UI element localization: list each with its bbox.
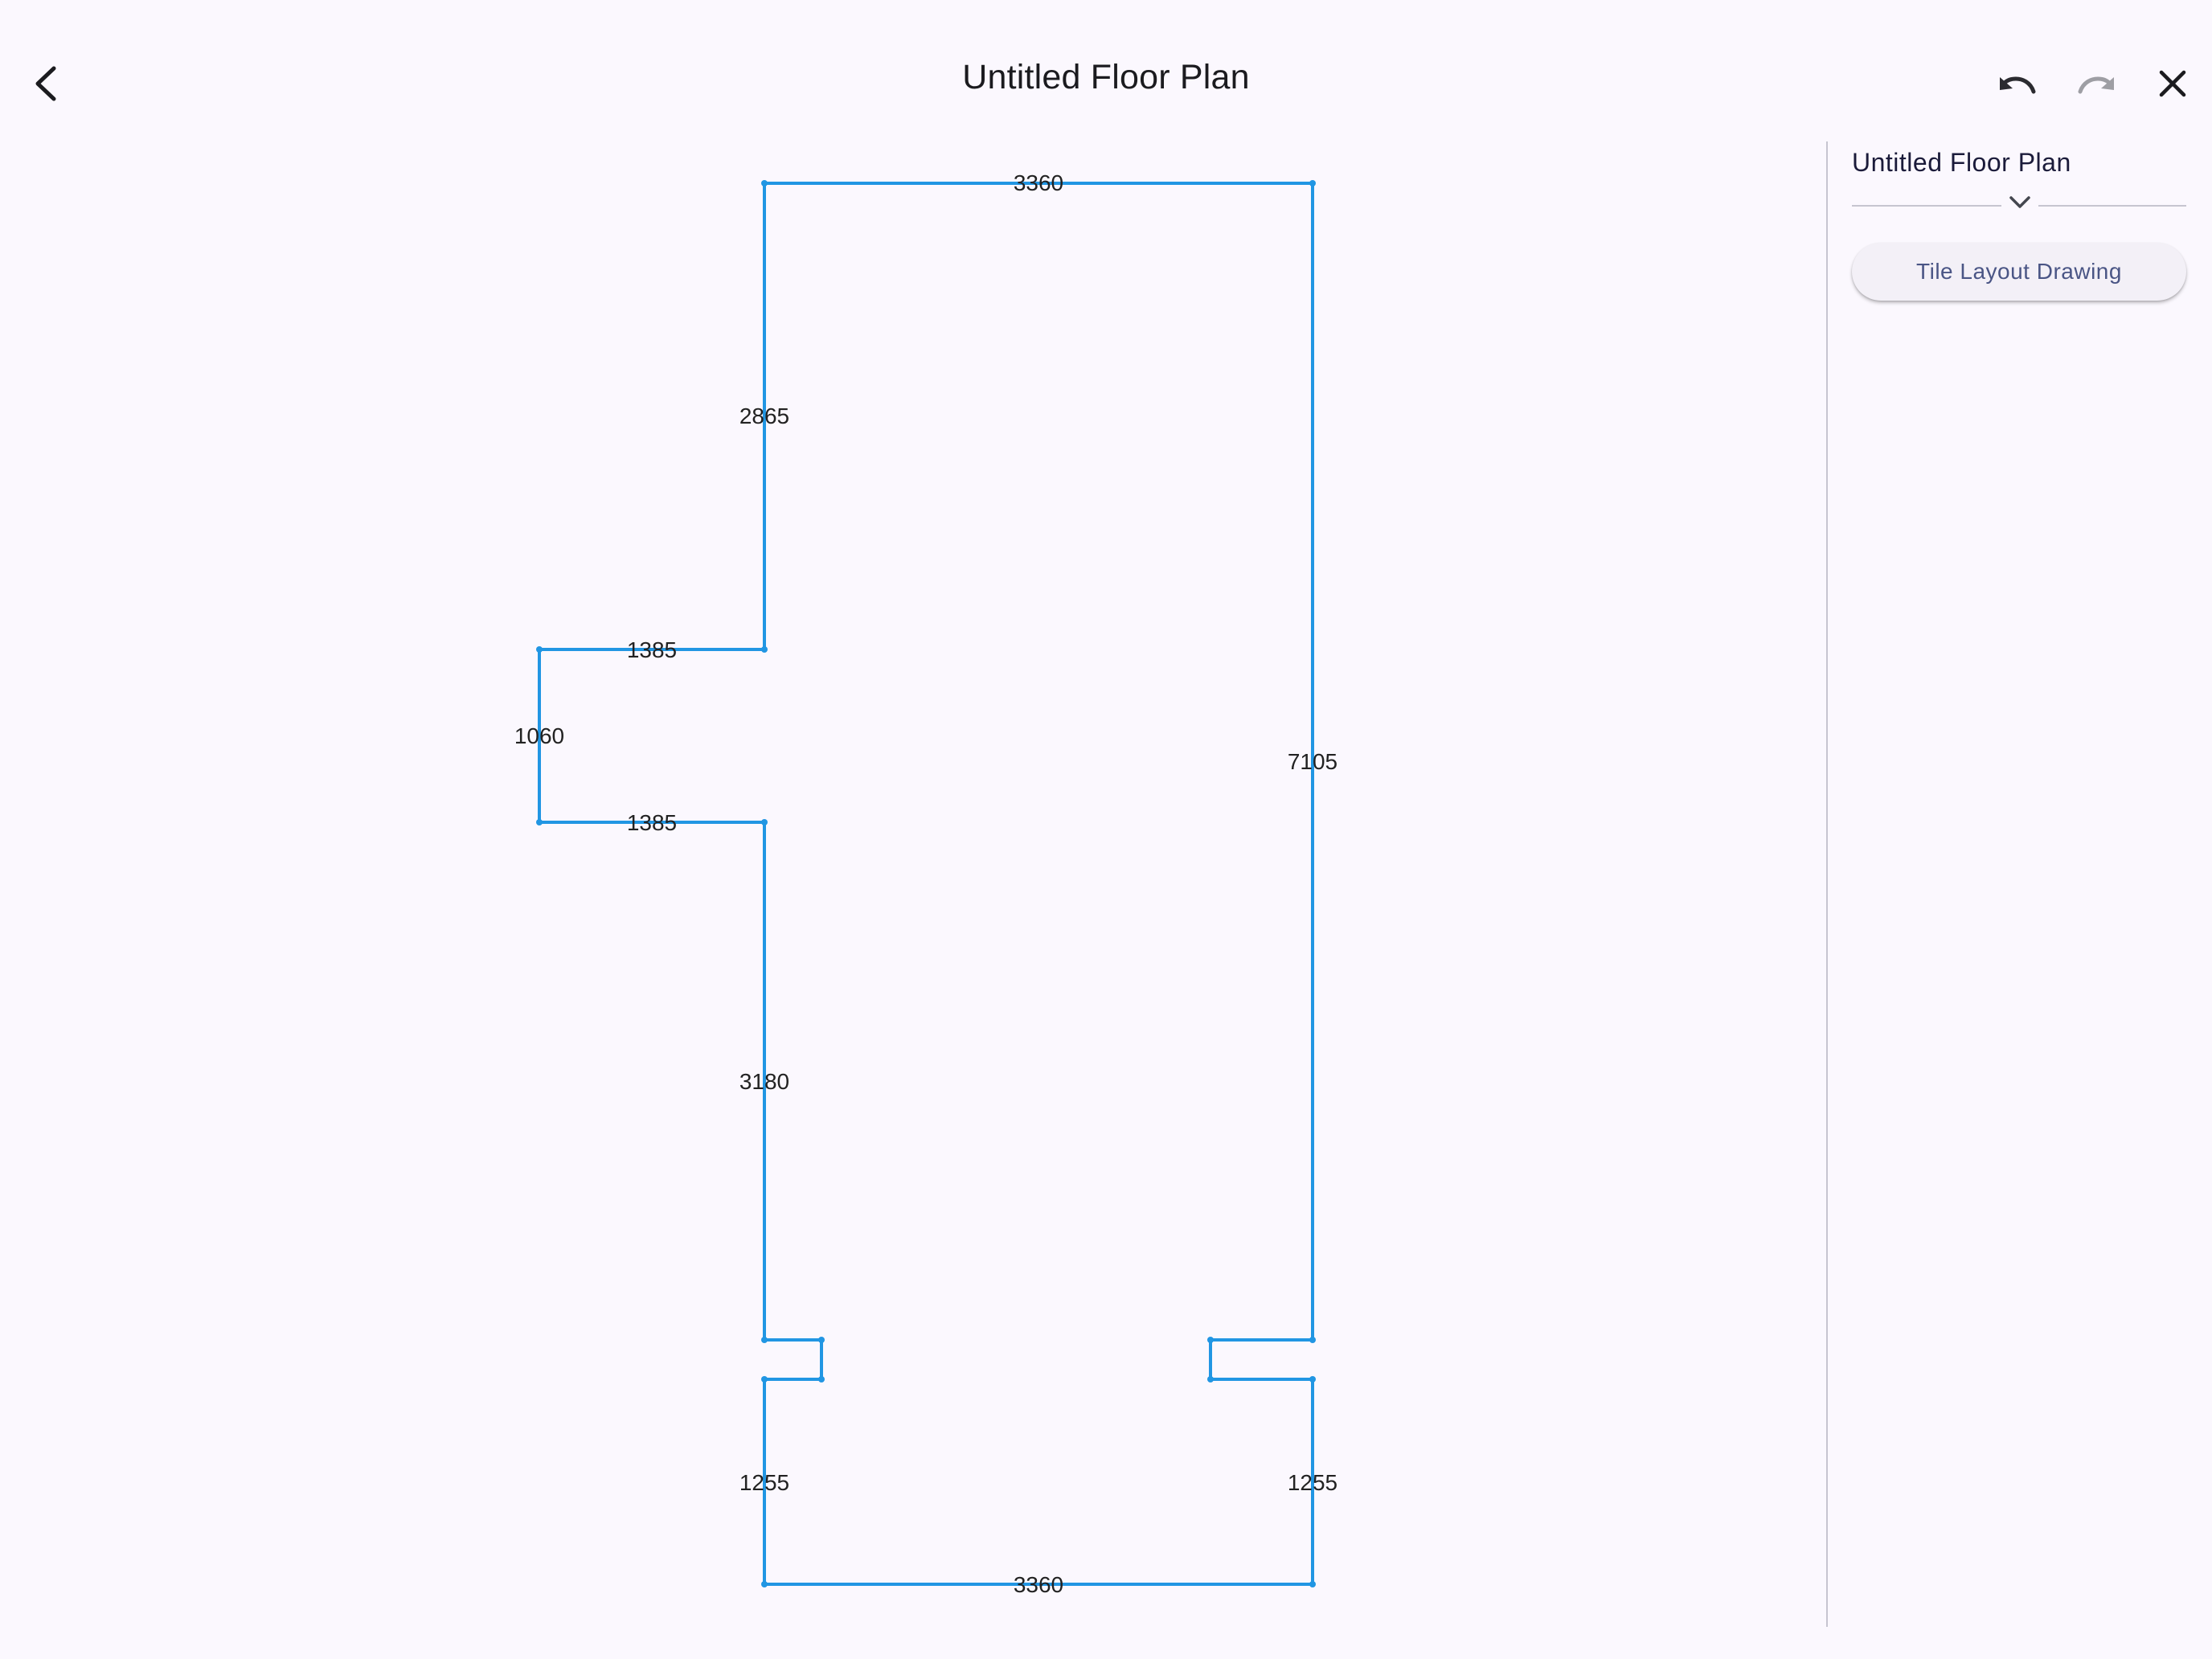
tile-layout-drawing-button[interactable]: Tile Layout Drawing [1852, 243, 2186, 301]
vertex[interactable] [1309, 1376, 1316, 1382]
vertex[interactable] [761, 1376, 768, 1382]
vertex[interactable] [1309, 180, 1316, 186]
dimension-label-alcove-bottom: 1385 [627, 810, 677, 835]
vertex[interactable] [818, 1337, 825, 1343]
close-icon[interactable] [2136, 47, 2209, 120]
vertex[interactable] [536, 819, 543, 825]
vertex[interactable] [1309, 1581, 1316, 1587]
undo-icon[interactable] [1982, 47, 2054, 120]
panel-divider [1826, 141, 1828, 1627]
vertex[interactable] [761, 819, 768, 825]
floor-plan-walls[interactable] [538, 182, 1314, 1586]
dropdown-underline-right [2038, 205, 2186, 207]
panel-title: Untitled Floor Plan [1852, 148, 2071, 177]
vertex[interactable] [1207, 1376, 1214, 1382]
vertex[interactable] [1207, 1337, 1214, 1343]
dimension-label-bottom: 3360 [1014, 1572, 1063, 1597]
dimension-label-left-upper: 2865 [739, 403, 789, 428]
chevron-down-icon[interactable] [2008, 195, 2032, 211]
dimension-label-top: 3360 [1014, 170, 1063, 195]
vertex[interactable] [761, 1337, 768, 1343]
chevron-left-icon[interactable] [10, 47, 82, 120]
dimension-label-left-lower: 3180 [739, 1069, 789, 1094]
dimension-label-bottom-left: 1255 [739, 1470, 789, 1495]
vertex[interactable] [761, 1581, 768, 1587]
vertex[interactable] [1309, 1337, 1316, 1343]
dimension-label-alcove-top: 1385 [627, 637, 677, 662]
dimension-label-alcove-side: 1060 [514, 723, 564, 748]
floor-plan-canvas[interactable]: 3360 2865 1385 1060 1385 7105 3180 1255 … [0, 0, 1826, 1659]
redo-icon[interactable] [2059, 47, 2132, 120]
vertex[interactable] [761, 180, 768, 186]
vertex[interactable] [536, 646, 543, 653]
vertex[interactable] [761, 646, 768, 653]
wall-outline-left[interactable] [538, 182, 1314, 1586]
wall-vertices[interactable] [536, 180, 1316, 1587]
vertex[interactable] [818, 1376, 825, 1382]
dropdown-underline-left [1852, 205, 2001, 207]
dimension-label-right: 7105 [1288, 749, 1337, 774]
floor-selector-dropdown[interactable] [1852, 190, 2186, 222]
side-panel: Untitled Floor Plan [1852, 137, 2189, 178]
dimension-labels: 3360 2865 1385 1060 1385 7105 3180 1255 … [514, 170, 1337, 1597]
dimension-label-bottom-right: 1255 [1288, 1470, 1337, 1495]
